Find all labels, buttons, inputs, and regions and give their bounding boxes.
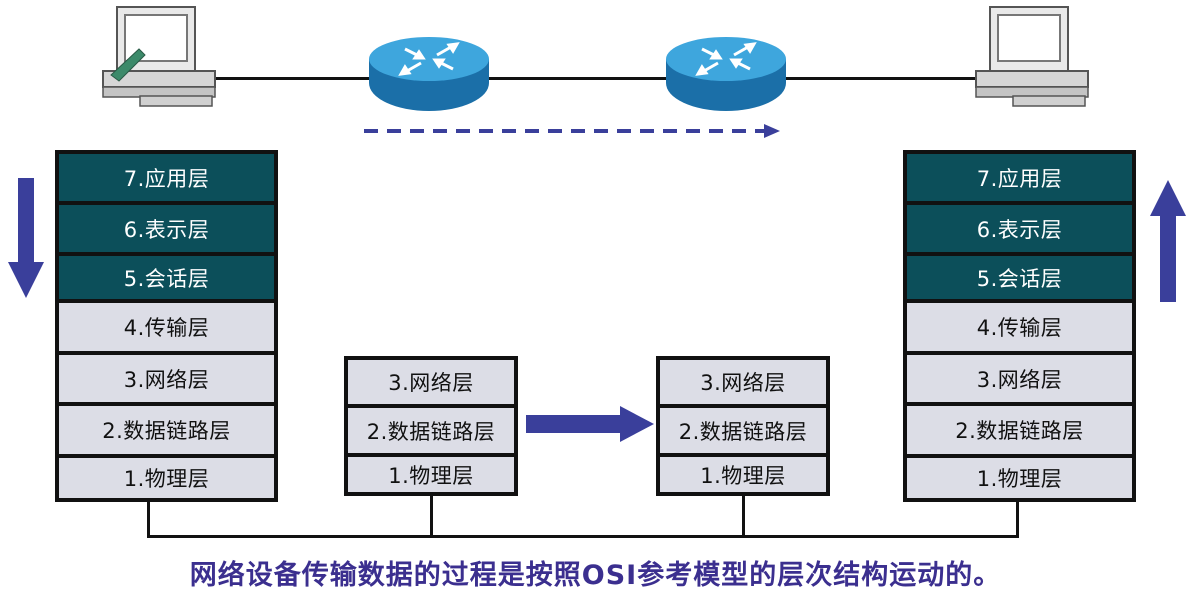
router-icon bbox=[666, 37, 786, 111]
layer-data-link: 2.数据链路层 bbox=[57, 404, 276, 456]
router-icon bbox=[369, 37, 489, 111]
physical-link-drop bbox=[742, 496, 745, 538]
layer-network: 3.网络层 bbox=[658, 358, 828, 406]
layer-physical: 1.物理层 bbox=[57, 456, 276, 500]
layer-presentation: 6.表示层 bbox=[905, 203, 1134, 254]
layer-transport: 4.传输层 bbox=[905, 301, 1134, 353]
physical-link-drop bbox=[1016, 502, 1019, 538]
layer-session: 5.会话层 bbox=[905, 254, 1134, 301]
right-arrow bbox=[526, 406, 654, 442]
layer-network: 3.网络层 bbox=[905, 353, 1134, 404]
right-host-stack bbox=[903, 150, 1136, 502]
computer-icon bbox=[102, 6, 216, 107]
physical-link-drop bbox=[430, 496, 433, 538]
computer-icon bbox=[975, 6, 1089, 107]
layer-application: 7.应用层 bbox=[905, 152, 1134, 203]
layer-physical: 1.物理层 bbox=[905, 456, 1134, 500]
left-host-stack bbox=[55, 150, 278, 502]
physical-link-bus bbox=[147, 535, 1019, 538]
router-b-stack bbox=[656, 356, 830, 496]
layer-application: 7.应用层 bbox=[57, 152, 276, 203]
layer-data-link: 2.数据链路层 bbox=[658, 406, 828, 455]
layer-presentation: 6.表示层 bbox=[57, 203, 276, 254]
network-link bbox=[210, 77, 990, 80]
layer-transport: 4.传输层 bbox=[57, 301, 276, 353]
layer-physical: 1.物理层 bbox=[658, 455, 828, 494]
physical-link-drop bbox=[147, 502, 150, 538]
layer-physical: 1.物理层 bbox=[346, 455, 516, 494]
router-a-stack bbox=[344, 356, 518, 496]
layer-network: 3.网络层 bbox=[57, 353, 276, 404]
layer-data-link: 2.数据链路层 bbox=[905, 404, 1134, 456]
up-arrow bbox=[1150, 180, 1186, 302]
layer-data-link: 2.数据链路层 bbox=[346, 406, 516, 455]
dashed-flow-arrow bbox=[364, 124, 780, 138]
down-arrow bbox=[8, 178, 44, 298]
layer-network: 3.网络层 bbox=[346, 358, 516, 406]
caption: 网络设备传输数据的过程是按照OSI参考模型的层次结构运动的。 bbox=[189, 560, 1002, 591]
layer-session: 5.会话层 bbox=[57, 254, 276, 301]
